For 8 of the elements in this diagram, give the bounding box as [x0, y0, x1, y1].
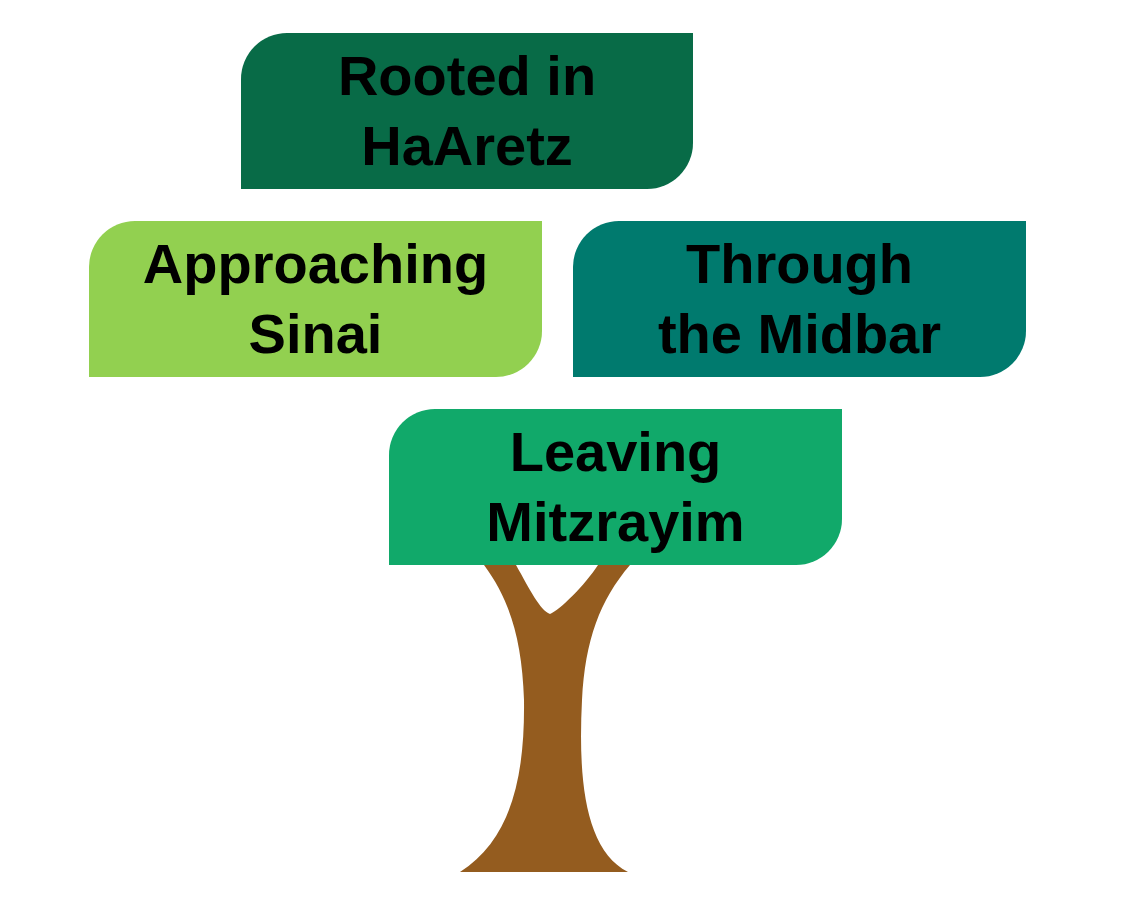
box-label: Rooted in HaAretz [336, 43, 598, 179]
leaf-box [389, 409, 842, 565]
leaf-box [89, 221, 542, 377]
box-label: Through the Midbar [656, 231, 943, 367]
box-label: Leaving Mitzrayim [485, 419, 746, 555]
leaf-box [573, 221, 1026, 377]
box-label: Approaching Sinai [141, 231, 490, 367]
leaf-box [241, 33, 693, 189]
